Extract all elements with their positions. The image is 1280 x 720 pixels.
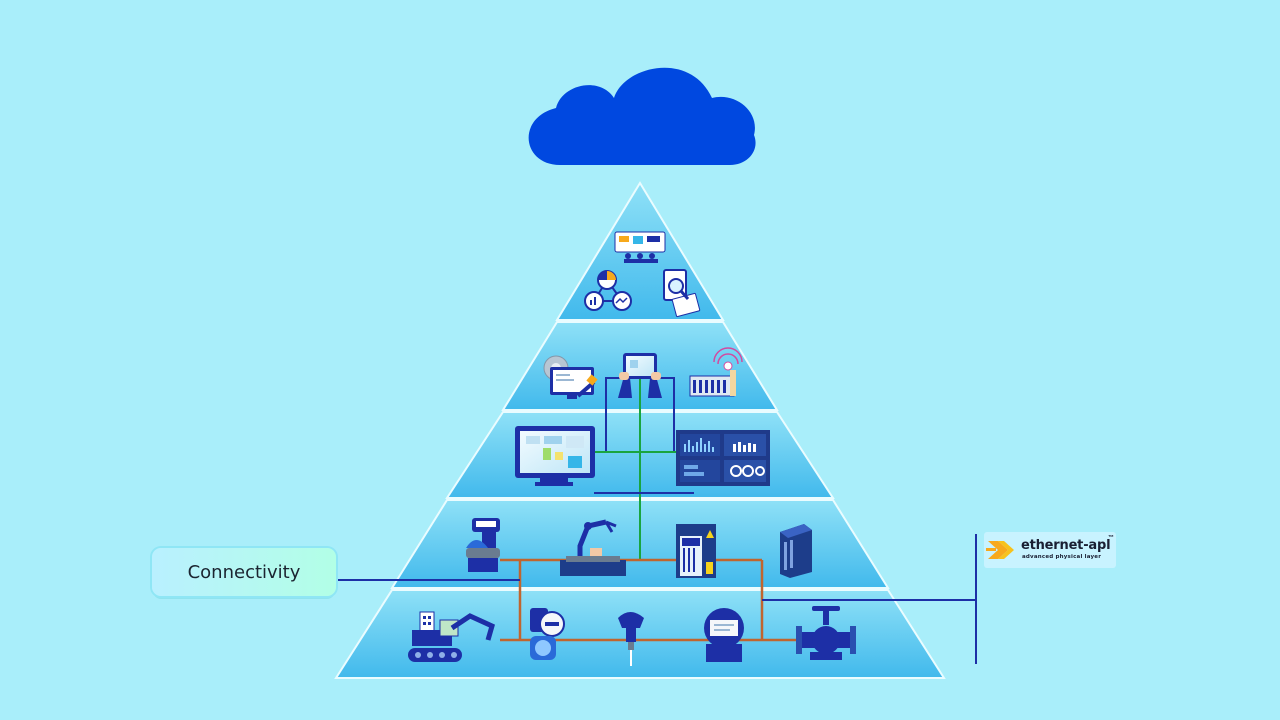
apl-tagline: advanced physical layer — [1022, 554, 1102, 560]
ethernet-apl-logo: ethernet-apl ™ advanced physical layer — [984, 532, 1116, 568]
control-dashboard-icon — [676, 430, 770, 486]
engineering-workstation-icon — [543, 355, 598, 399]
hmi-monitor-icon — [515, 426, 595, 486]
wireless-rack-icon — [689, 347, 743, 397]
control-cabinet-icon — [676, 524, 716, 578]
robot-arm-icon — [560, 519, 626, 576]
flow-meter-icon — [530, 608, 565, 660]
level-sensor-icon — [618, 612, 644, 666]
tablet-hands-icon — [618, 353, 662, 398]
tier-field — [334, 589, 946, 679]
excavator-robot-icon — [408, 611, 495, 662]
io-module-icon — [780, 524, 812, 578]
connectivity-text: Connectivity — [187, 561, 301, 583]
analyzer-transmitter-icon — [704, 608, 744, 662]
connectivity-label: Connectivity — [152, 548, 336, 596]
apl-arrow-icon — [986, 541, 1014, 559]
network-lines — [338, 377, 977, 664]
document-search-icon — [663, 269, 701, 318]
cloud-icon — [528, 67, 756, 165]
control-valve-icon — [796, 606, 856, 660]
apl-name: ethernet-apl — [1021, 538, 1111, 553]
apl-trademark: ™ — [1108, 535, 1114, 541]
analytics-network-icon — [584, 270, 632, 311]
mixer-machine-icon — [466, 518, 500, 572]
dashboard-team-icon — [614, 231, 666, 263]
